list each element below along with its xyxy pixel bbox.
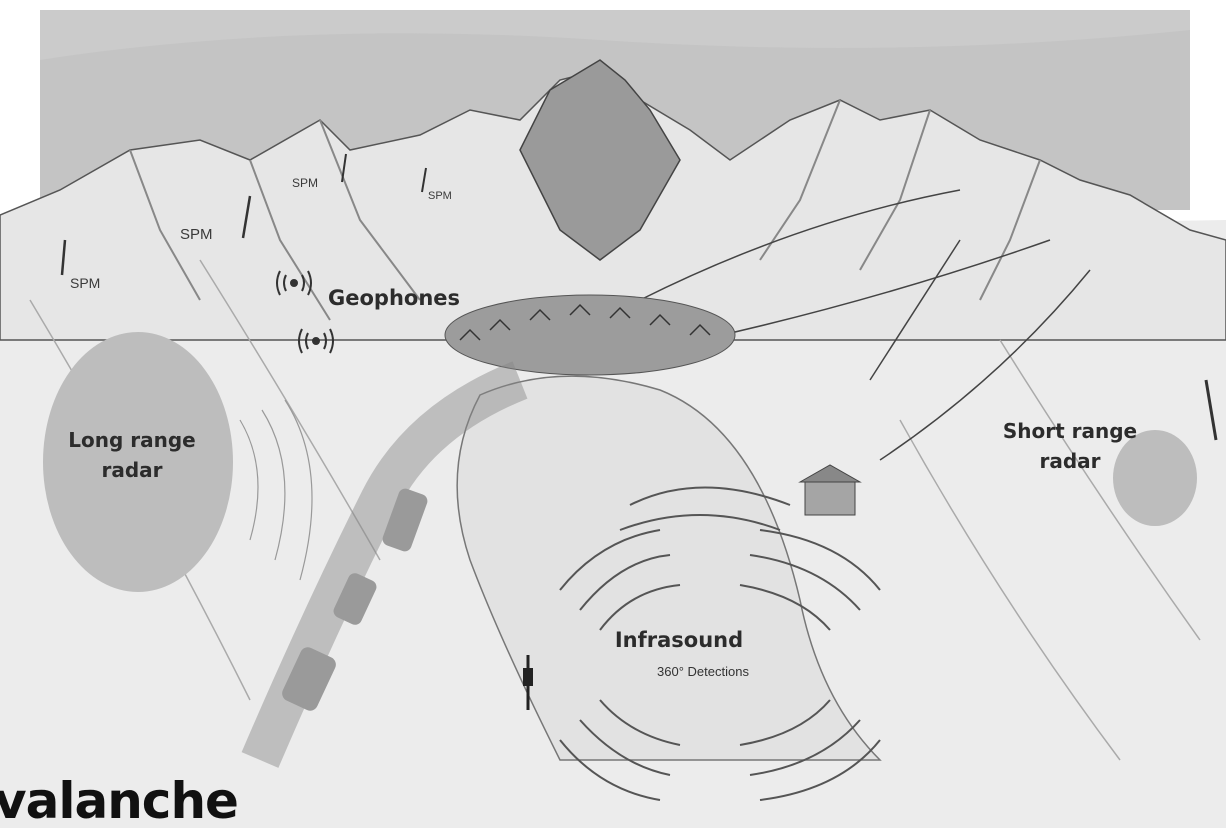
- long-range-radar-label: Long range radar: [52, 425, 212, 485]
- geophones-label: Geophones: [328, 286, 460, 310]
- title-fragment: valanche: [0, 772, 238, 830]
- village: [445, 295, 735, 375]
- long-range-radar-label-line1: Long range: [52, 425, 212, 455]
- short-range-radar-label: Short range radar: [990, 416, 1150, 476]
- spm-label: SPM: [180, 226, 213, 243]
- long-range-radar-label-line2: radar: [52, 455, 212, 485]
- spm-label: SPM: [292, 176, 318, 190]
- short-range-radar-label-line2: radar: [990, 446, 1150, 476]
- infrasound-label: Infrasound: [604, 628, 754, 652]
- infrasound-sensor-box: [523, 668, 533, 686]
- short-range-radar-label-line1: Short range: [990, 416, 1150, 446]
- chalet: [805, 480, 855, 515]
- spm-label: SPM: [70, 275, 100, 291]
- infrasound-detections-label: 360° Detections: [598, 664, 808, 679]
- spm-label: SPM: [428, 190, 452, 202]
